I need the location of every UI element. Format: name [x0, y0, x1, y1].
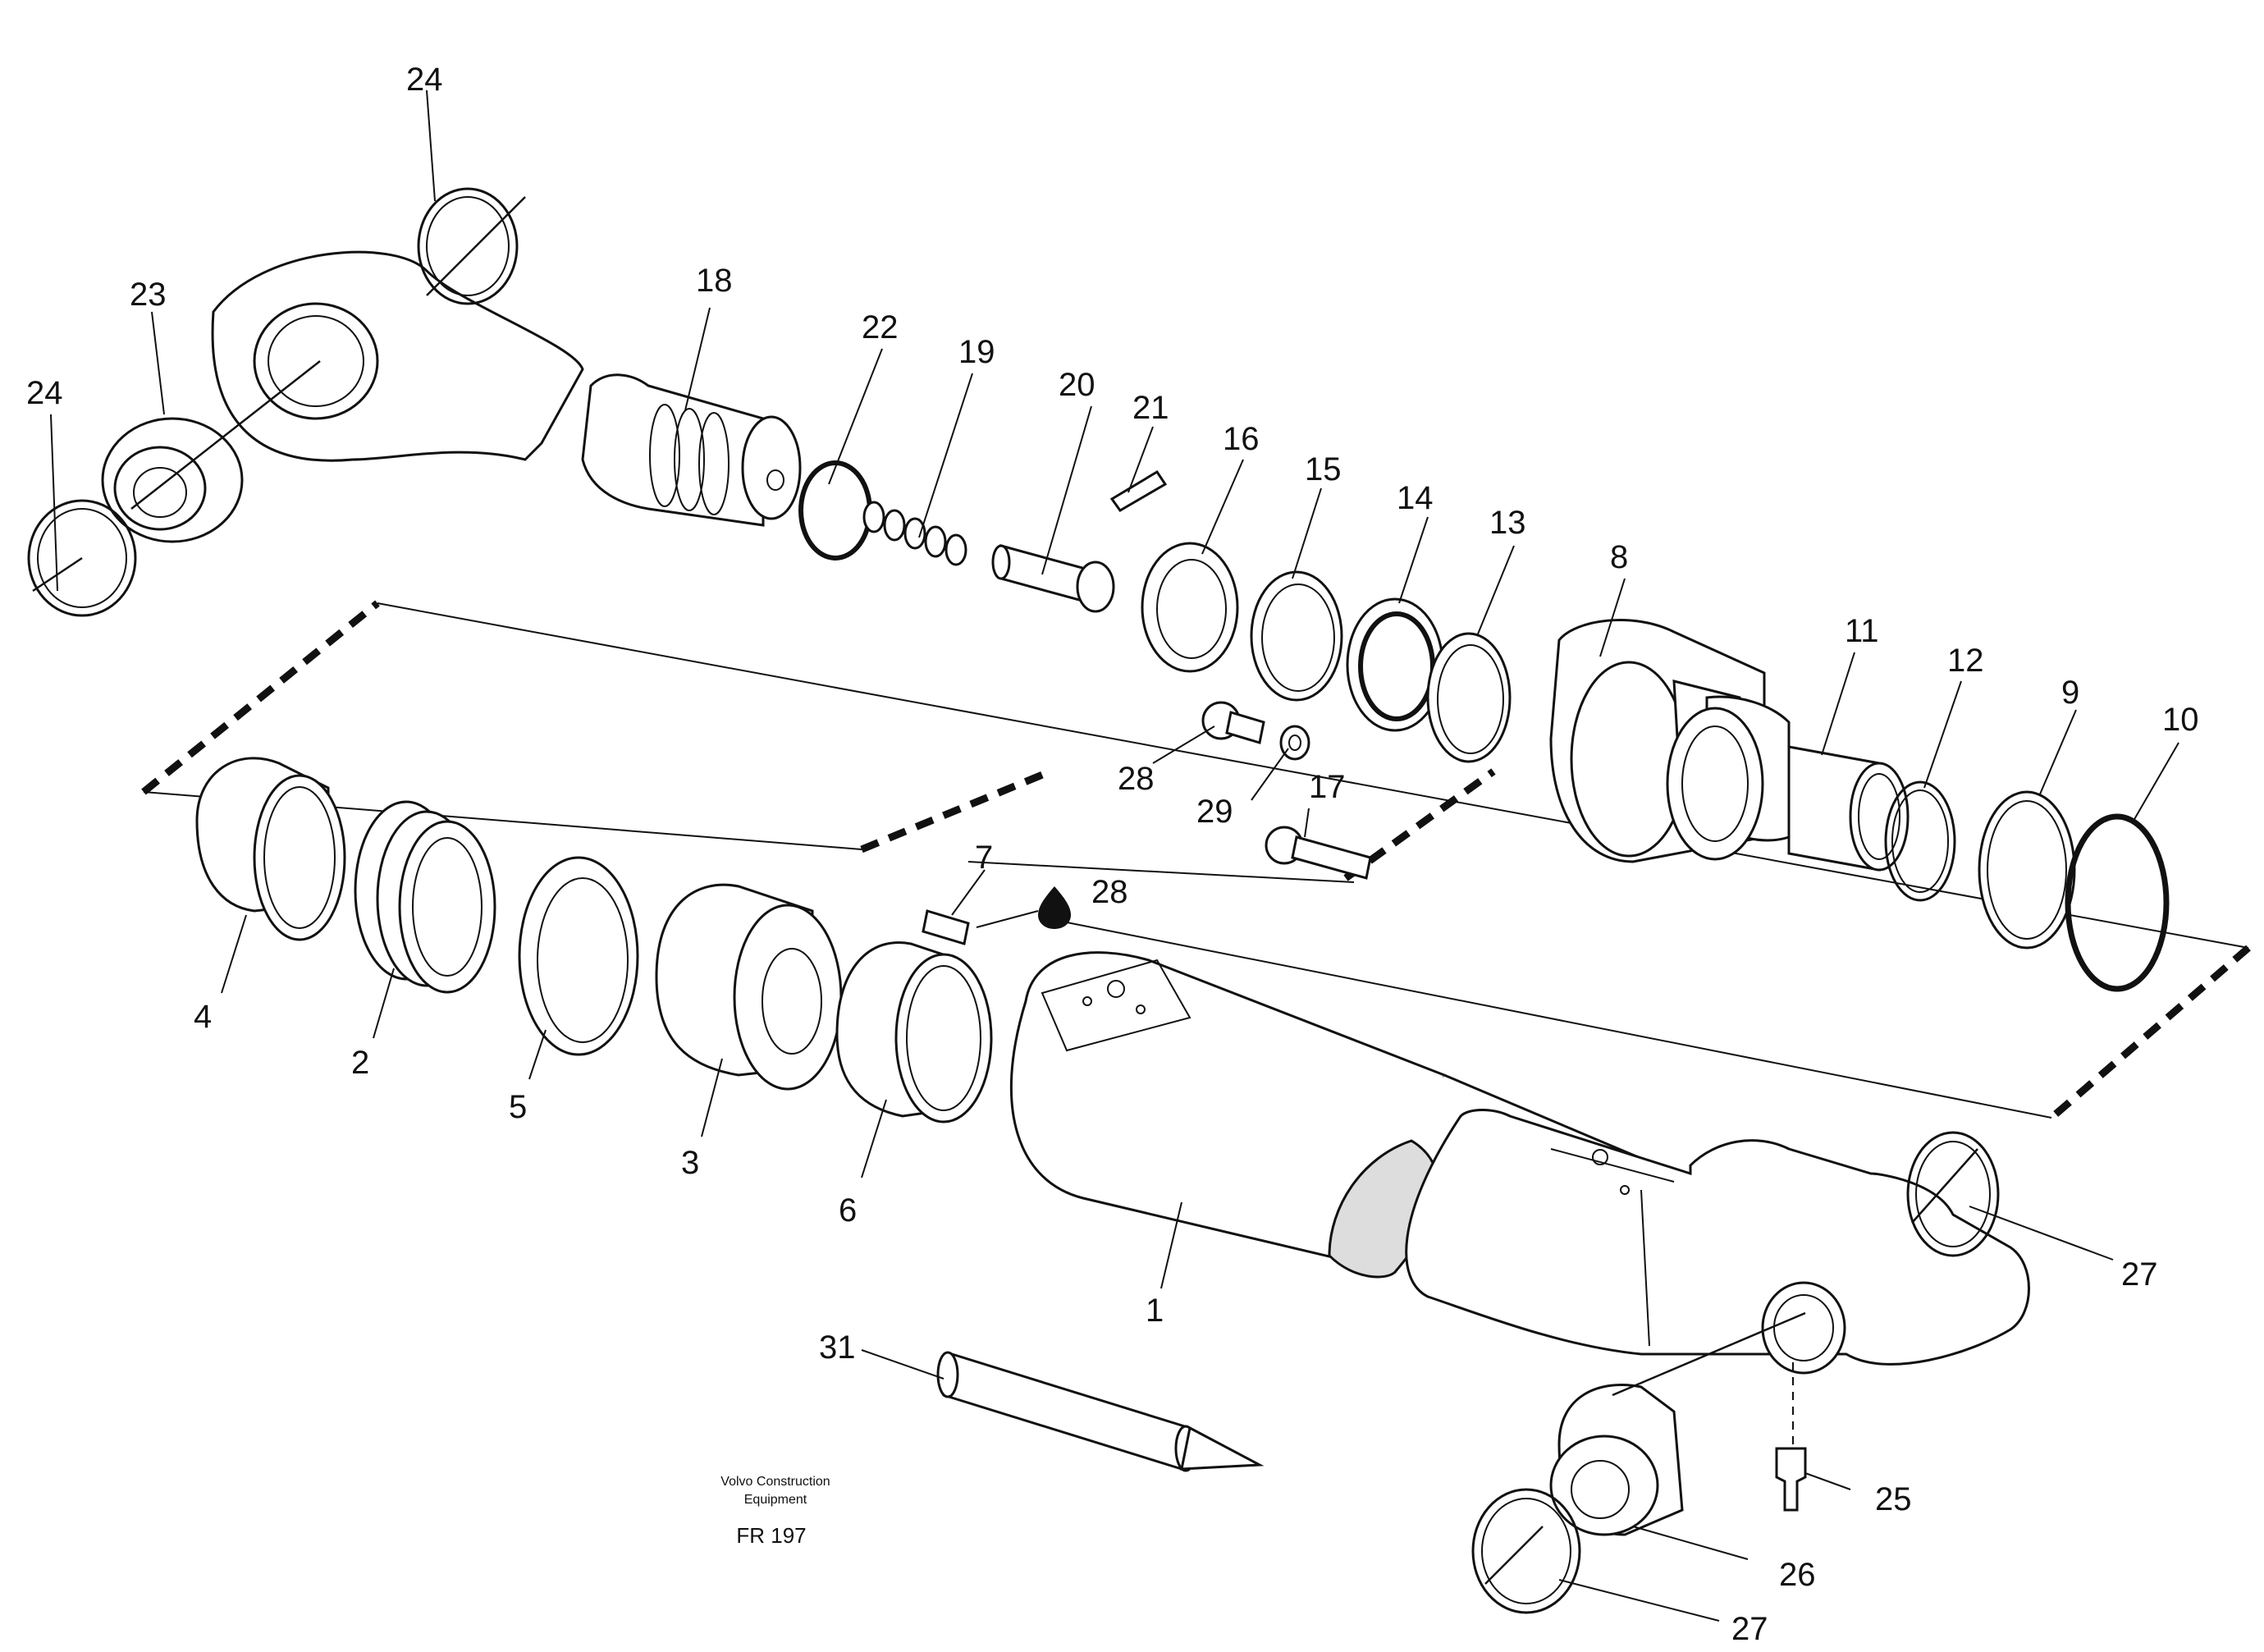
callout-28: 28: [1118, 761, 1155, 797]
plug-7: [922, 909, 970, 945]
washer-29: [1279, 725, 1310, 761]
callout-22: 22: [862, 309, 899, 346]
seal-16: [1141, 542, 1239, 673]
leader-lines: [50, 89, 2179, 1622]
drop-30: [976, 886, 1071, 929]
company-line-2: Equipment: [744, 1493, 807, 1507]
callout-23: 23: [130, 277, 167, 313]
seal-5: [518, 856, 639, 1056]
wiper-9: [1978, 790, 2076, 950]
rod-eye: [101, 250, 584, 543]
seal-15: [1250, 570, 1343, 702]
check-valve-20: [991, 544, 1115, 613]
cylinder-head-8: [1549, 619, 1791, 863]
callout-11: 11: [1845, 613, 1879, 649]
ring-10: [2065, 813, 2170, 992]
company-line-1: Volvo Construction: [720, 1475, 830, 1489]
mounting-tool-31: [936, 1351, 1265, 1472]
callout-9: 9: [2061, 675, 2079, 711]
bolt-17: [1265, 826, 1372, 880]
drawing-footer: Volvo Construction Equipment FR 197: [720, 1475, 830, 1548]
o-ring-22: [798, 460, 872, 561]
callout-4: 4: [194, 999, 212, 1035]
snap-ring-24-upper: [417, 187, 526, 305]
callout-27-bottom: 27: [1731, 1611, 1768, 1647]
callout-24-top: 24: [406, 62, 443, 98]
callout-1: 1: [1146, 1293, 1164, 1329]
pin-21: [1109, 469, 1168, 512]
piston-3: [655, 883, 843, 1091]
seal-13: [1426, 632, 1512, 763]
callout-27-right: 27: [2121, 1256, 2158, 1293]
bearing-26: [1549, 1311, 1806, 1536]
callout-5: 5: [509, 1089, 527, 1125]
callout-14: 14: [1397, 480, 1434, 516]
callout-20: 20: [1059, 367, 1095, 403]
guide-ring-4: [195, 757, 346, 941]
callout-6: 6: [839, 1192, 857, 1229]
snap-ring-27-upper: [1906, 1131, 2000, 1257]
snap-ring-12: [1884, 780, 1956, 902]
guide-ring-6: [835, 941, 993, 1123]
grease-nipple-25: [1775, 1362, 1807, 1512]
callout-8: 8: [1610, 539, 1628, 575]
callout-19: 19: [958, 334, 995, 370]
drawing-code: FR 197: [736, 1523, 806, 1548]
callout-26: 26: [1779, 1557, 1816, 1593]
callout-16: 16: [1223, 421, 1260, 457]
callout-3: 3: [681, 1145, 699, 1181]
snap-ring-24-lower: [27, 499, 137, 617]
callout-17: 17: [1309, 769, 1346, 805]
callout-30: 28: [1091, 874, 1128, 910]
callout-2: 2: [351, 1045, 369, 1081]
callout-12: 12: [1947, 643, 1984, 679]
callout-25: 25: [1875, 1481, 1912, 1517]
seal-14: [1346, 597, 1444, 732]
callout-24-left: 24: [26, 375, 63, 411]
callout-15: 15: [1305, 451, 1342, 487]
callout-7: 7: [975, 840, 993, 876]
spring-19: [862, 501, 967, 566]
callout-numbers: 24 23 24 18 22 19 20 21 16 15 14 13 8 11…: [26, 62, 2199, 1647]
cylinder-tube-1: [1009, 951, 2030, 1375]
callout-13: 13: [1489, 505, 1526, 541]
plug-28: [1201, 701, 1265, 744]
callout-18: 18: [696, 263, 733, 299]
callout-31: 31: [819, 1329, 856, 1366]
callout-21: 21: [1132, 390, 1169, 426]
callout-29: 29: [1196, 794, 1233, 830]
bushing-11: [1787, 745, 1910, 872]
piston-rod-end: [581, 373, 802, 527]
snap-ring-27-lower: [1471, 1488, 1581, 1614]
callout-10: 10: [2162, 702, 2199, 738]
piston-seal-2: [354, 800, 496, 994]
